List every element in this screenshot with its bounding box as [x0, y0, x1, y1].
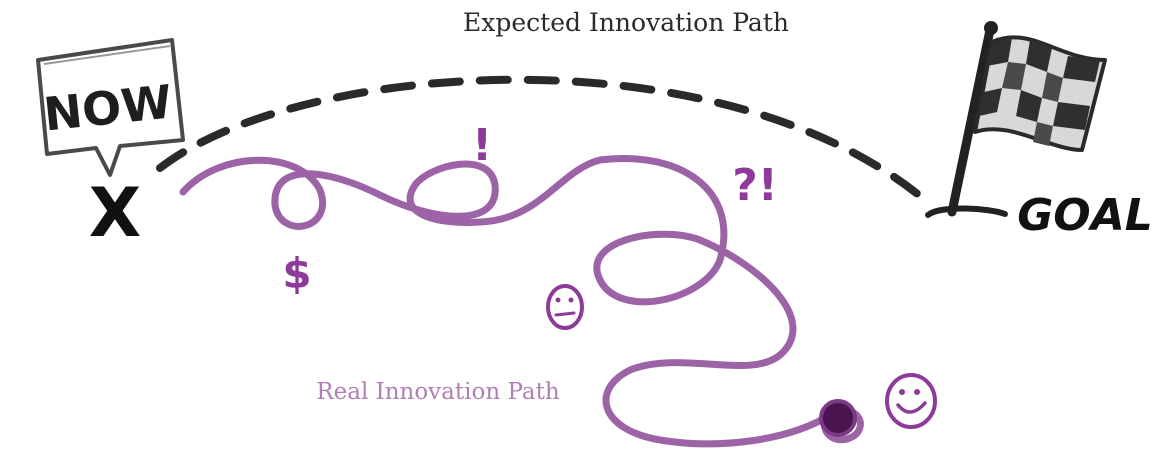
real-path-line — [179, 155, 834, 448]
exclamation-mark: ! — [472, 120, 492, 171]
checkered-flag-icon — [925, 21, 1107, 218]
goal-label: GOAL — [1017, 190, 1153, 241]
real-path-title: Real Innovation Path — [316, 379, 560, 405]
dollar-sign: $ — [282, 249, 311, 298]
question-exclamation-mark: ?! — [732, 160, 778, 211]
path-end-dot-icon — [819, 399, 857, 437]
neutral-face-icon — [546, 284, 584, 330]
happy-face-icon — [885, 373, 937, 429]
expected-path-title: Expected Innovation Path — [463, 8, 789, 37]
speech-bubble-icon: NOW — [36, 38, 185, 177]
expected-path-line — [156, 75, 929, 204]
now-label: NOW — [41, 74, 174, 141]
x-mark-icon: X — [89, 174, 141, 253]
